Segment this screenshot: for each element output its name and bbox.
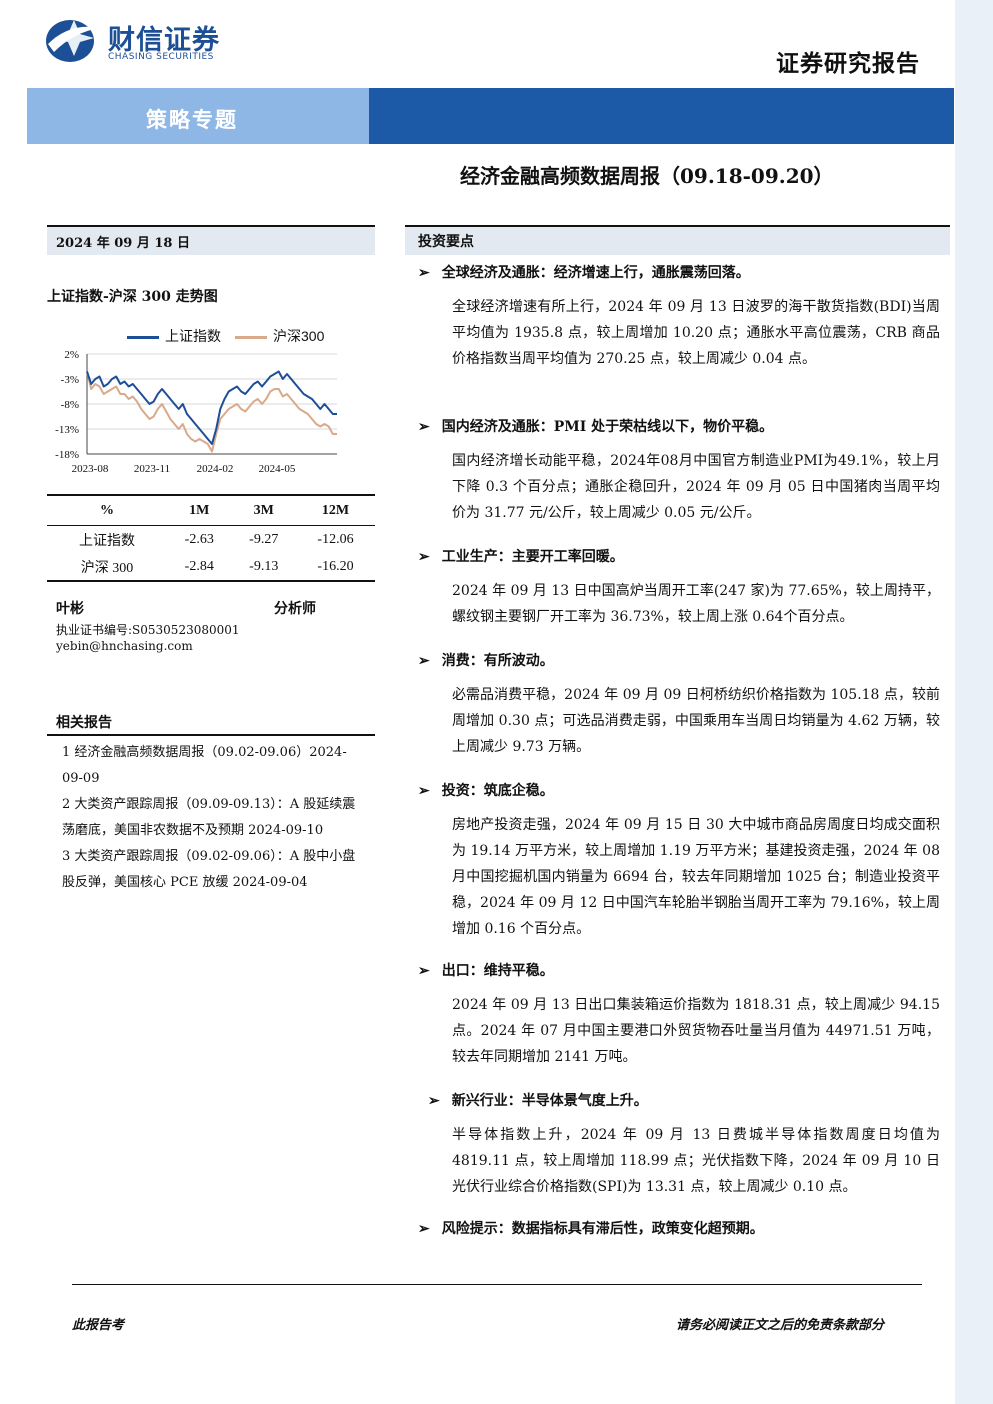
analyst-role: 分析师 (274, 601, 316, 617)
performance-table: % 1M 3M 12M 上证指数 -2.63 -9.27 -12.06 沪深 3… (47, 494, 375, 582)
arrow-bullet-icon: ➢ (428, 1093, 440, 1109)
y-tick-label: 2% (64, 349, 79, 361)
arrow-bullet-icon: ➢ (418, 783, 430, 799)
related-report-item[interactable]: 3 大类资产跟踪周报（09.02-09.06）：A 股中小盘股反弹，美国核心 P… (62, 849, 356, 890)
table-row: 沪深 300 -2.84 -9.13 -16.20 (47, 553, 375, 582)
right-margin-band (955, 0, 993, 1404)
related-divider (47, 734, 375, 736)
point-paragraph: 房地产投资走强，2024 年 09 月 15 日 30 大中城市商品房周度日均成… (452, 817, 940, 937)
arrow-bullet-icon: ➢ (418, 653, 430, 669)
legend-swatch-csi300 (235, 335, 267, 339)
table-cell: -12.06 (317, 531, 354, 547)
x-tick-label: 2024-02 (197, 463, 234, 475)
legend-label-csi300: 沪深300 (273, 328, 325, 344)
table-cell: -2.84 (167, 553, 232, 582)
index-trend-chart: 2% -3% -8% -13% -18% 2023-08 2023-11 2024-02 202… (55, 349, 337, 475)
chasing-logo-icon (46, 20, 100, 62)
point-heading: ➢ 国内经济及通胀：PMI 处于荣枯线以下，物价平稳。 (418, 416, 773, 436)
arrow-bullet-icon: ➢ (418, 549, 430, 565)
x-tick-label: 2024-05 (259, 463, 296, 475)
brand-name-en: CHASING SECURITIES (108, 52, 214, 62)
y-tick-label: -18% (55, 449, 79, 461)
point-heading: ➢ 风险提示：数据指标具有滞后性，政策变化超预期。 (418, 1218, 764, 1238)
chart-title: 上证指数-沪深 300 走势图 (47, 289, 218, 305)
point-heading: ➢ 新兴行业：半导体景气度上升。 (428, 1090, 648, 1110)
analyst-cert: 执业证书编号:S0530523080001 (56, 623, 240, 637)
report-type: 证券研究报告 (776, 50, 920, 77)
point-paragraph: 2024 年 09 月 13 日中国高炉当周开工率(247 家)为 77.65%… (452, 583, 940, 625)
arrow-bullet-icon: ➢ (418, 1221, 430, 1237)
series-line-sse (86, 370, 337, 445)
x-tick-label: 2023-11 (134, 463, 170, 475)
footer-left-text: 此报告考 (72, 1318, 125, 1333)
point-heading-text: 新兴行业：半导体景气度上升。 (451, 1093, 648, 1109)
legend-item-csi300: 沪深300 (235, 326, 324, 346)
category-banner-left (27, 88, 369, 144)
y-tick-label: -3% (61, 374, 79, 386)
category-label: 策略专题 (146, 107, 238, 132)
point-paragraph: 必需品消费平稳，2024 年 09 月 09 日柯桥纺织价格指数为 105.18… (452, 687, 940, 755)
legend-label-sse: 上证指数 (165, 328, 221, 344)
point-heading: ➢ 消费：有所波动。 (418, 650, 554, 670)
point-heading-text: 出口：维持平稳。 (441, 963, 554, 979)
legend-item-sse: 上证指数 (127, 326, 221, 346)
point-heading: ➢ 投资：筑底企稳。 (418, 780, 554, 800)
table-cell: 沪深 300 (47, 553, 167, 582)
table-cell: -9.13 (231, 553, 296, 582)
point-paragraph: 全球经济增速有所上行，2024 年 09 月 13 日波罗的海干散货指数(BDI… (452, 299, 940, 367)
table-row: 上证指数 -2.63 -9.27 -12.06 (47, 526, 375, 554)
legend-swatch-sse (127, 335, 159, 339)
related-reports-title: 相关报告 (56, 715, 112, 731)
footer-disclaimer-note: 请务必阅读正文之后的免责条款部分 (676, 1318, 885, 1333)
arrow-bullet-icon: ➢ (418, 265, 430, 281)
x-tick-label: 2023-08 (72, 463, 109, 475)
point-paragraph: 国内经济增长动能平稳，2024年08月中国官方制造业PMI为49.1%，较上月下… (452, 453, 940, 521)
related-report-item[interactable]: 1 经济金融高频数据周报（09.02-09.06）2024-09-09 (62, 745, 347, 786)
point-heading-text: 风险提示：数据指标具有滞后性，政策变化超预期。 (441, 1221, 764, 1237)
table-cell: -2.63 (184, 531, 214, 547)
table-cell: 上证指数 (79, 533, 135, 549)
point-heading: ➢ 全球经济及通胀：经济增速上行，通胀震荡回落。 (418, 262, 750, 282)
footer-divider (72, 1284, 922, 1285)
point-heading-text: 投资：筑底企稳。 (441, 783, 554, 799)
y-tick-label: -13% (55, 424, 79, 436)
table-cell: -16.20 (296, 553, 375, 582)
table-cell: -9.27 (249, 531, 279, 547)
point-heading-text: 消费：有所波动。 (441, 653, 554, 669)
table-header: % (47, 494, 167, 526)
table-header: 1M (167, 494, 232, 526)
analyst-email[interactable]: yebin@hnchasing.com (56, 639, 193, 653)
point-paragraph: 2024 年 09 月 13 日出口集装箱运价指数为 1818.31 点，较上周… (452, 997, 940, 1065)
analyst-name: 叶彬 (56, 601, 84, 617)
point-heading-text: 工业生产：主要开工率回暖。 (441, 549, 624, 565)
arrow-bullet-icon: ➢ (418, 963, 430, 979)
related-reports-list: 1 经济金融高频数据周报（09.02-09.06）2024-09-09 2 大类… (62, 740, 362, 896)
point-paragraph: 半导体指数上升，2024 年 09 月 13 日费城半导体指数周度日均值为 48… (452, 1127, 940, 1195)
table-header: 12M (296, 494, 375, 526)
date-bar (47, 225, 375, 255)
arrow-bullet-icon: ➢ (418, 419, 430, 435)
related-report-item[interactable]: 2 大类资产跟踪周报（09.09-09.13）：A 股延续震荡磨底，美国非农数据… (62, 797, 356, 838)
investment-points-bar (405, 225, 950, 255)
y-tick-label: -8% (61, 399, 79, 411)
category-banner-right (369, 88, 954, 144)
table-header: 3M (231, 494, 296, 526)
table-header-row: % 1M 3M 12M (47, 494, 375, 526)
point-heading: ➢ 工业生产：主要开工率回暖。 (418, 546, 624, 566)
investment-points-title: 投资要点 (418, 234, 474, 250)
series-line-csi300 (86, 371, 337, 453)
report-title: 经济金融高频数据周报（09.18-09.20） (460, 164, 834, 188)
point-heading-text: 全球经济及通胀：经济增速上行，通胀震荡回落。 (441, 265, 750, 281)
report-date: 2024 年 09 月 18 日 (56, 236, 190, 251)
point-heading: ➢ 出口：维持平稳。 (418, 960, 554, 980)
brand-name-cn: 财信证券 (108, 25, 220, 56)
point-heading-text: 国内经济及通胀：PMI 处于荣枯线以下，物价平稳。 (441, 419, 774, 435)
